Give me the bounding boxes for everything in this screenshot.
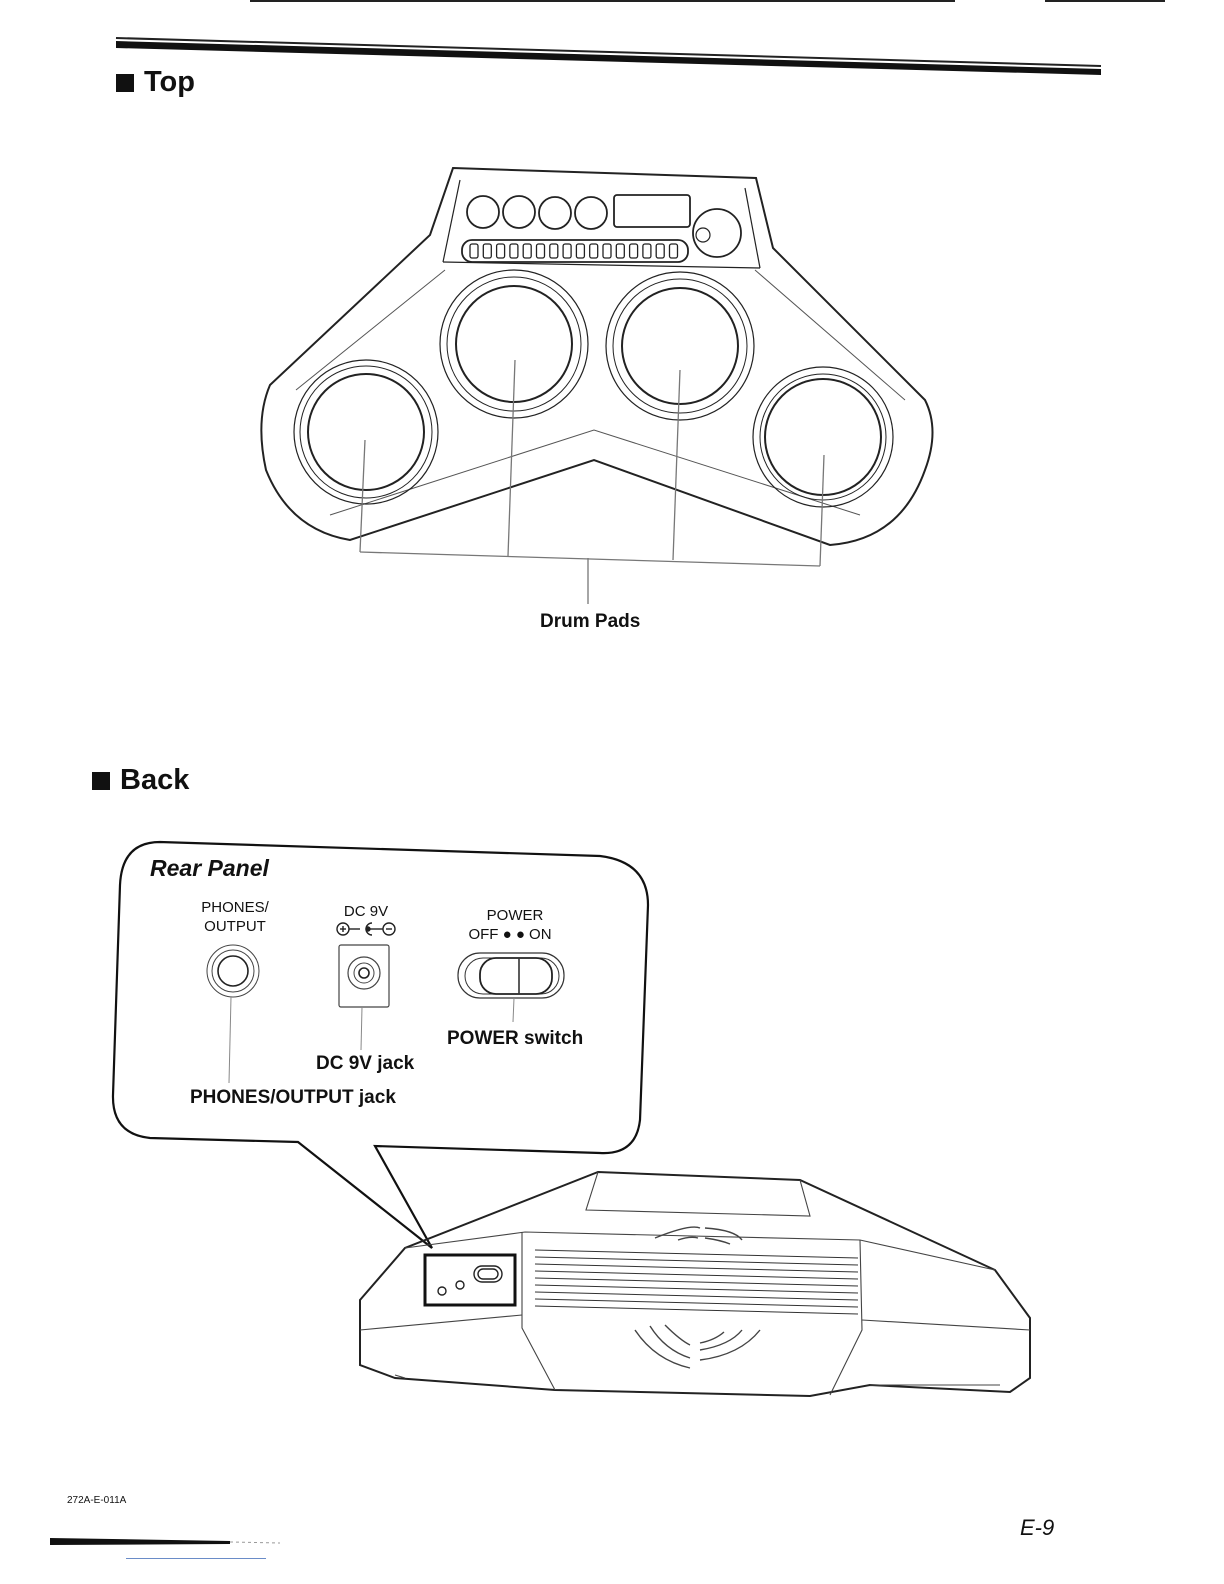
grill-slat xyxy=(535,1285,858,1293)
footer-rule xyxy=(50,1536,290,1548)
footer-blue-line xyxy=(126,1558,266,1559)
grill-slat xyxy=(535,1250,858,1258)
dc-9v-jack-label: DC 9V jack xyxy=(316,1053,414,1075)
phones-jack-graphic xyxy=(207,945,259,1083)
unit-back-view xyxy=(360,1172,1030,1396)
jack-panel-highlight xyxy=(425,1255,515,1305)
dc-9v-label: DC 9V xyxy=(326,902,406,921)
grill-slat xyxy=(535,1292,858,1300)
grill-slat xyxy=(535,1264,858,1272)
phones-label-line1: PHONES/ xyxy=(183,898,287,917)
page-number: E-9 xyxy=(1020,1515,1054,1541)
document-code: 272A-E-011A xyxy=(67,1495,126,1506)
speaker-grill xyxy=(535,1250,858,1314)
grill-slat xyxy=(535,1278,858,1286)
dc-jack-graphic xyxy=(339,945,389,1050)
off-on-label: OFF ● ● ON xyxy=(455,925,565,944)
rear-panel-title: Rear Panel xyxy=(150,855,269,882)
power-label: POWER xyxy=(470,906,560,925)
phones-label-line2: OUTPUT xyxy=(183,917,287,936)
polarity-symbol-icon xyxy=(337,923,395,935)
power-switch-label: POWER switch xyxy=(447,1028,583,1050)
power-switch-graphic xyxy=(458,953,564,1022)
grill-slat xyxy=(535,1299,858,1307)
phones-output-jack-label: PHONES/OUTPUT jack xyxy=(190,1087,396,1109)
grill-slat xyxy=(535,1271,858,1279)
phones-output-label: PHONES/ OUTPUT xyxy=(183,898,287,936)
grill-slat xyxy=(535,1257,858,1265)
grill-slat xyxy=(535,1306,858,1314)
